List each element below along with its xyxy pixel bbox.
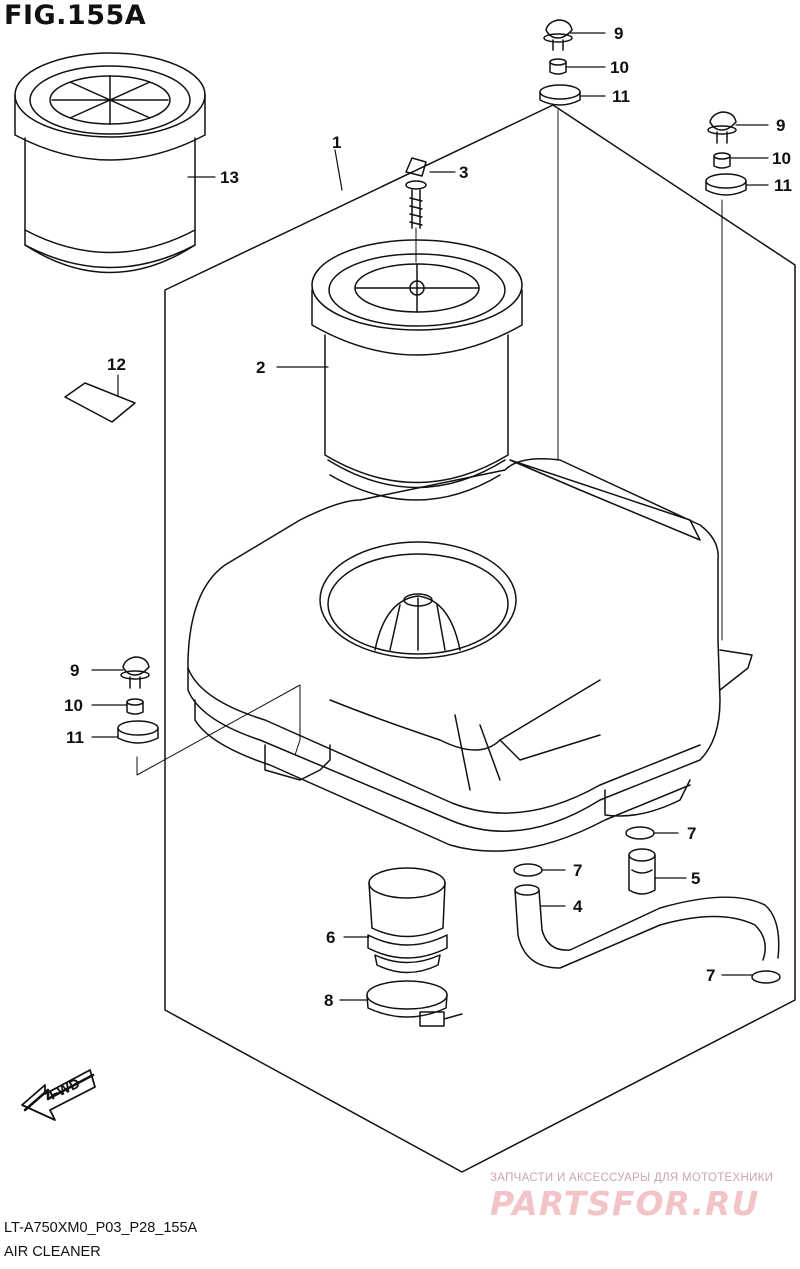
callout-7b: 7 — [573, 861, 582, 880]
leader-lines — [91, 32, 769, 1001]
part-9-10-11-upper-right — [705, 111, 747, 641]
callout-9c: 9 — [70, 661, 79, 680]
callout-12: 12 — [107, 355, 126, 374]
part-12-label — [64, 382, 136, 423]
part-6-inlet-boot — [367, 867, 448, 974]
callout-10a: 10 — [610, 58, 629, 77]
callout-3: 3 — [459, 163, 468, 182]
callout-5: 5 — [691, 869, 700, 888]
part-5-drain-plug — [628, 848, 656, 895]
part-9-10-11-upper-middle — [539, 19, 581, 461]
callout-13: 13 — [220, 168, 239, 187]
part-7-clamps — [513, 826, 781, 984]
callout-8: 8 — [324, 991, 333, 1010]
callout-11c: 11 — [66, 728, 84, 747]
figure-subtitle: AIR CLEANER — [4, 1244, 101, 1260]
part-13-filter-element — [14, 52, 206, 274]
part-3-wing-bolt — [405, 157, 427, 263]
callout-7c: 7 — [706, 966, 715, 985]
part-9-10-11-left — [117, 656, 301, 776]
part-8-hose-clamp — [366, 980, 463, 1027]
callout-9a: 9 — [614, 24, 623, 43]
figure-title: FIG.155A — [4, 0, 147, 31]
callout-2: 2 — [256, 358, 265, 377]
watermark-tagline: ЗАПЧАСТИ И АКСЕССУАРЫ ДЛЯ МОТОТЕХНИКИ — [490, 1172, 774, 1184]
callout-1: 1 — [332, 133, 341, 152]
callout-10b: 10 — [772, 149, 791, 168]
fwd-arrow-icon: FWD — [21, 1069, 96, 1121]
callout-10c: 10 — [64, 696, 83, 715]
callout-11a: 11 — [612, 87, 630, 106]
callout-6: 6 — [326, 928, 335, 947]
part-4-drain-hose — [514, 884, 780, 969]
part-1-air-cleaner-case — [187, 458, 753, 852]
watermark-logo: PARTSFOR.RU — [490, 1184, 760, 1223]
callout-4: 4 — [573, 897, 583, 916]
callout-7a: 7 — [687, 824, 696, 843]
callout-9b: 9 — [776, 116, 785, 135]
callout-11b: 11 — [774, 176, 792, 195]
figure-code: LT-A750XM0_P03_P28_155A — [4, 1220, 198, 1236]
part-2-filter-element — [311, 239, 523, 501]
